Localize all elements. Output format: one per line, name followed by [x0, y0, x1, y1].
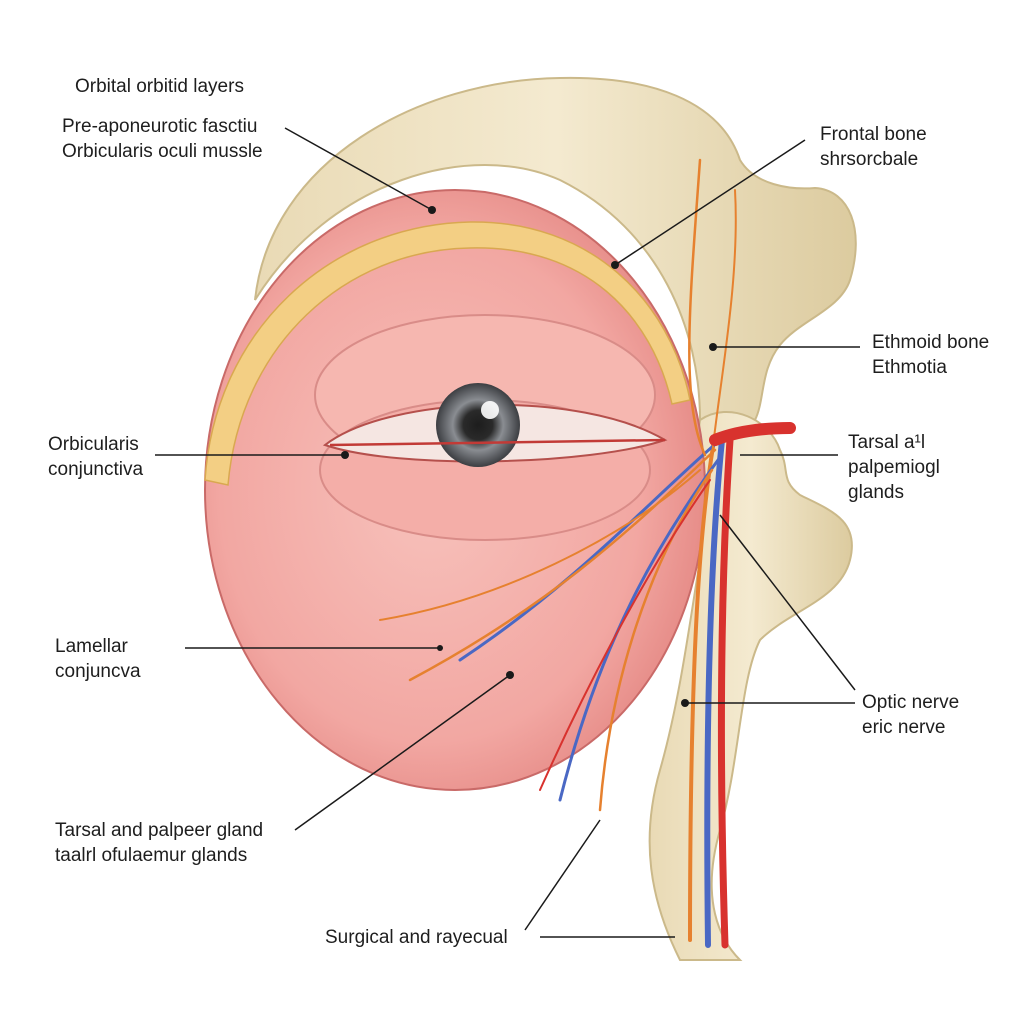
- frontal-bone-shape: [254, 76, 857, 421]
- label-lamellar: Lamellar conjuncva: [55, 636, 141, 682]
- label-tarsal-bottom: Tarsal and palpeer gland taalrl ofulaemu…: [55, 820, 264, 866]
- label-orbital-layers: Orbital orbitid layers: [75, 76, 244, 97]
- leader-dots: [341, 206, 717, 707]
- iris: [436, 383, 520, 467]
- leader-lines: [155, 127, 860, 938]
- label-surgical: Surgical and rayecual: [325, 927, 508, 948]
- label-frontal-bone: Frontal bone shrsorcbale: [820, 124, 927, 170]
- pupil-highlight: [481, 401, 499, 419]
- label-optic-nerve: Optic nerve eric nerve: [862, 692, 960, 738]
- label-pre-aponeurotic: Pre-aponeurotic fasctiu Orbicularis ocul…: [62, 116, 263, 162]
- pre-aponeurotic-fat-band: [204, 221, 691, 486]
- label-orbicularis: Orbicularis conjunctiva: [48, 434, 144, 480]
- label-ethmoid-bone: Ethmoid bone Ethmotia: [872, 332, 990, 378]
- vessel-bundle: [379, 158, 796, 949]
- label-tarsal-right: Tarsal a¹l palpemiogl glands: [848, 432, 940, 503]
